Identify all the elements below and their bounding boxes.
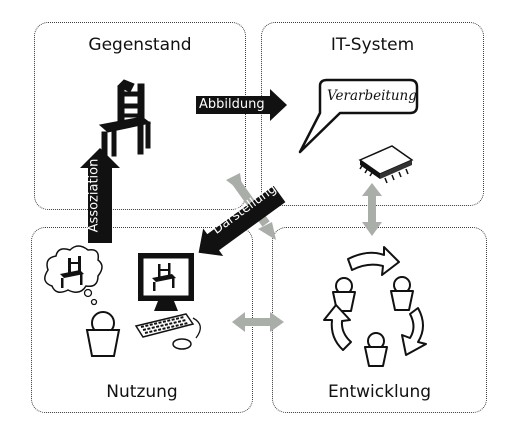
darstellung-arrow [198, 185, 286, 256]
panel-title-entwicklung: Entwicklung [327, 382, 432, 402]
it-entwicklung-double-arrow [362, 183, 382, 236]
monitor-icon [138, 253, 194, 311]
keyboard-icon [134, 313, 195, 338]
panel-title-gegenstand: Gegenstand [88, 35, 192, 55]
chair-icon [98, 79, 152, 161]
nutzung-entwicklung-double-arrow [232, 312, 284, 332]
chip-icon [358, 145, 414, 184]
speech-bubble [298, 78, 419, 154]
assoziation-label: Assoziation [86, 158, 102, 233]
panel-title-it-system: IT-System [330, 35, 415, 55]
mouse-icon [172, 317, 201, 350]
abbildung-arrow [196, 89, 287, 121]
verarbeitung-label: Verarbeitung [327, 88, 417, 104]
thought-bubble-icon [44, 245, 103, 306]
panel-gegenstand: Gegenstand [34, 22, 246, 210]
panel-entwicklung: Entwicklung [272, 227, 487, 413]
assoziation-arrow [80, 148, 120, 243]
panel-title-nutzung: Nutzung [106, 382, 178, 402]
abbildung-label: Abbildung [199, 97, 265, 112]
user-icon [85, 311, 121, 357]
development-cycle-icon [323, 246, 427, 367]
